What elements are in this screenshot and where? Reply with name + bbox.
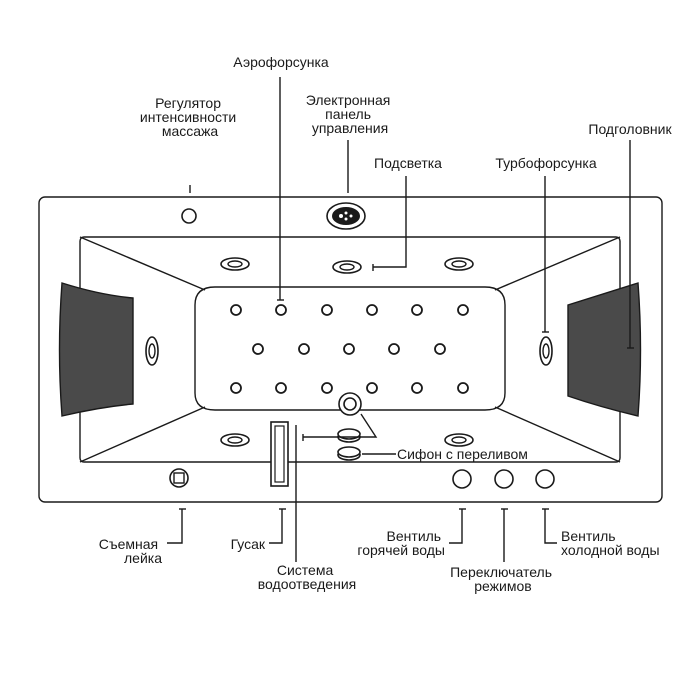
leader-lines (167, 77, 634, 562)
bevel-line (79, 236, 206, 291)
bevel-line (79, 406, 206, 463)
label-aero-jet: Аэрофорсунка (233, 54, 329, 70)
aero-jet-nozzle (434, 343, 446, 355)
turbo-jet-bottom-right (444, 433, 474, 447)
aero-jet-nozzle (411, 304, 423, 316)
aero-jet-nozzle (230, 304, 242, 316)
label-spout: Гусак (231, 536, 266, 552)
label-drain-system: Система водоотведения (258, 562, 356, 592)
aero-jet-nozzle (321, 304, 333, 316)
label-shower-head: Съемная лейка (99, 536, 162, 566)
label-hot-valve: Вентиль горячей воды (357, 528, 445, 558)
aero-jet-nozzle (457, 382, 469, 394)
turbo-jet-top-right (444, 257, 474, 271)
backlight-lamp (332, 260, 362, 274)
overflow-button-bottom (337, 446, 361, 461)
hot-valve-knob (452, 469, 472, 489)
turbo-jet-right (539, 336, 553, 366)
bevel-line (494, 406, 621, 463)
headrest-left (58, 282, 134, 417)
overflow-button-top (337, 428, 361, 443)
aero-jet-nozzle (366, 382, 378, 394)
aero-jet-nozzle (366, 304, 378, 316)
label-intensity-regulator: Регулятор интенсивности массажа (140, 95, 240, 139)
label-headrest: Подголовник (588, 121, 672, 137)
turbo-jet-top-left (220, 257, 250, 271)
bevel-line (494, 236, 621, 291)
label-backlight: Подсветка (374, 155, 442, 171)
control-panel-icon (326, 202, 366, 230)
cold-valve-knob (535, 469, 555, 489)
shower-head-holder (169, 468, 189, 488)
label-control-panel: Электронная панель управления (306, 92, 395, 136)
aero-jet-nozzle (230, 382, 242, 394)
mode-switch-knob (494, 469, 514, 489)
label-siphon: Сифон с переливом (397, 446, 528, 462)
headrest-right (567, 282, 642, 417)
label-mode-switch: Переключатель режимов (450, 564, 556, 594)
turbo-jet-bottom-left (220, 433, 250, 447)
turbo-jet-left (145, 336, 159, 366)
label-turbo-jet: Турбофорсунка (495, 155, 596, 171)
aero-jet-nozzle (321, 382, 333, 394)
intensity-regulator-knob (181, 208, 197, 224)
aero-jet-nozzle (388, 343, 400, 355)
siphon-drain (338, 392, 362, 416)
aero-jet-nozzle (275, 304, 287, 316)
aero-jet-nozzle (343, 343, 355, 355)
aero-jet-nozzle (252, 343, 264, 355)
spout-icon (270, 421, 289, 487)
aero-jets (230, 304, 469, 394)
aero-jet-nozzle (275, 382, 287, 394)
aero-jet-nozzle (298, 343, 310, 355)
label-cold-valve: Вентиль холодной воды (561, 528, 660, 558)
aero-jet-nozzle (411, 382, 423, 394)
aero-jet-nozzle (457, 304, 469, 316)
